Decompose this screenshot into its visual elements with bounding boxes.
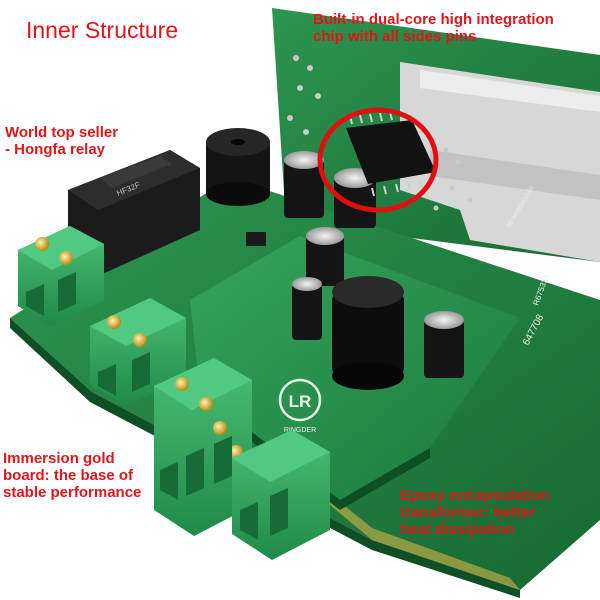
annotation-line: stable performance — [3, 484, 142, 501]
electrolytic-capacitor — [306, 227, 344, 286]
highlight-ring — [317, 107, 439, 213]
transformer-annotation: Epoxy encapsulation transformer: better … — [400, 487, 550, 538]
annotation-line: board: the base of — [3, 467, 134, 484]
electrolytic-capacitor — [284, 151, 324, 218]
annotation-line: Epoxy encapsulation — [400, 487, 551, 504]
annotation-line: Immersion gold — [3, 450, 115, 467]
annotation-line: transformer: better — [400, 504, 536, 521]
ringder-logo: LR RINGDER — [278, 378, 322, 434]
relay-annotation: World top seller - Hongfa relay — [5, 124, 118, 158]
gold-pad-strip — [300, 470, 520, 590]
transistor — [246, 232, 266, 246]
annotation-line: - Hongfa relay — [5, 141, 106, 158]
board-annotation: Immersion gold board: the base of stable… — [3, 450, 141, 501]
inner-structure-title: Inner Structure — [26, 17, 179, 43]
buzzer — [206, 128, 270, 206]
terminal-block — [154, 358, 252, 536]
electrolytic-capacitor — [424, 311, 464, 378]
brand-marking: RINGDER — [284, 427, 316, 434]
annotation-line: chip with all sides pins — [313, 28, 477, 45]
annotation-line: Built-in dual-core high integration — [313, 11, 554, 28]
annotation-line: heat dissipation — [400, 521, 515, 538]
terminal-block — [18, 226, 104, 326]
epoxy-transformer — [332, 276, 404, 390]
chip-annotation: Built-in dual-core high integration chip… — [313, 11, 598, 45]
logo-mark: LR — [289, 392, 312, 411]
annotation-line: World top seller — [5, 124, 119, 141]
terminal-block — [90, 298, 186, 406]
electrolytic-capacitor — [292, 277, 322, 340]
dual-core-chip — [346, 110, 436, 197]
terminal-block — [232, 430, 330, 560]
